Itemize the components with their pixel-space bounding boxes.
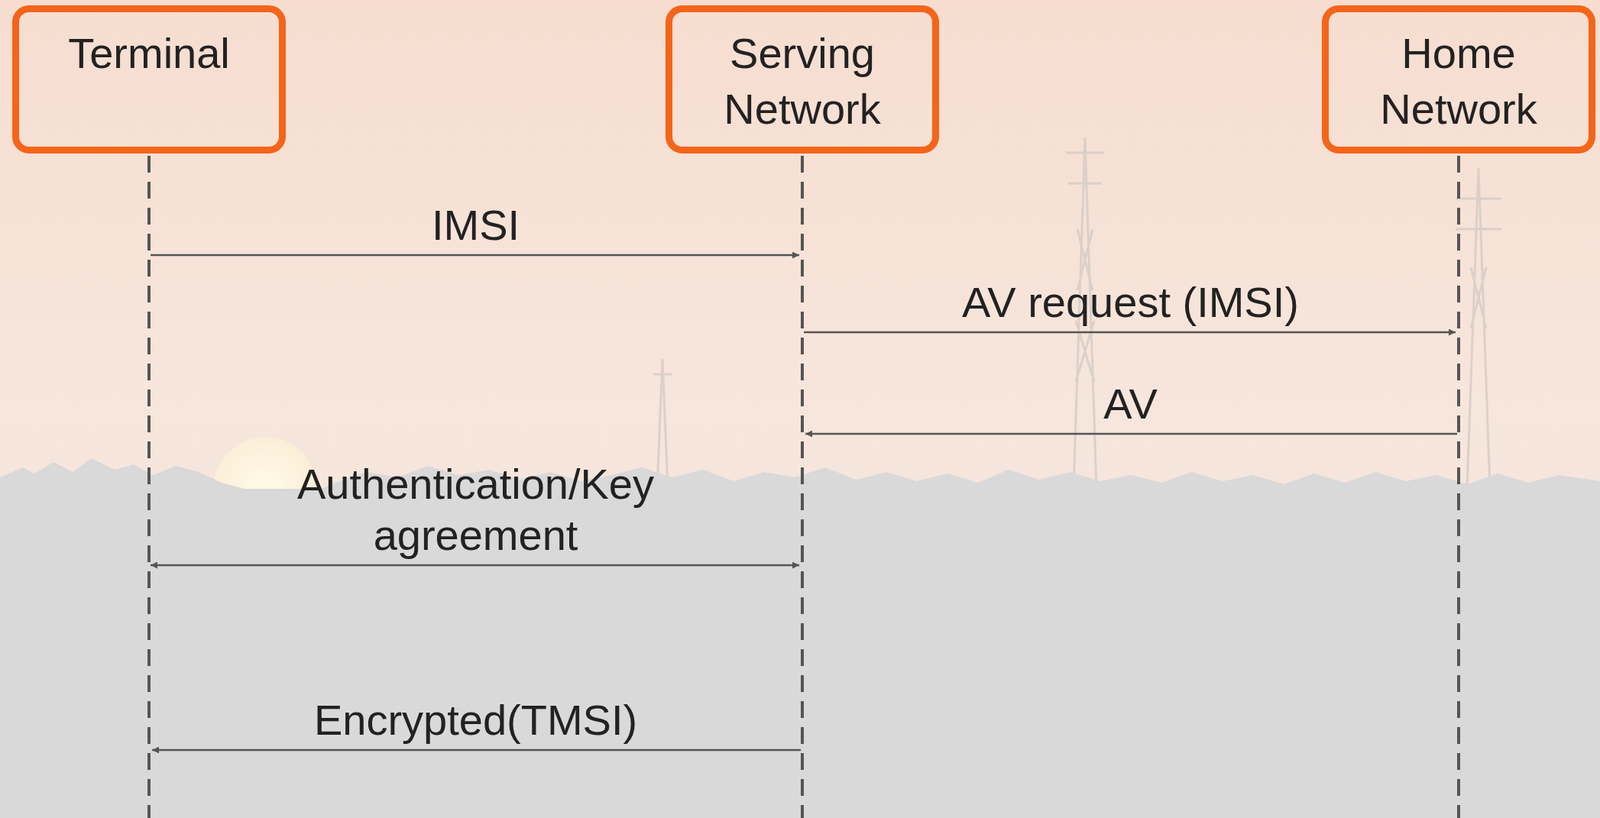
message-arrow xyxy=(150,254,800,257)
message-arrow xyxy=(805,433,1458,436)
tower-symbol xyxy=(653,137,1502,490)
participant-name: Terminal xyxy=(60,25,238,82)
message-label: Authentication/Key agreement xyxy=(262,458,690,561)
message-label: Encrypted(TMSI) xyxy=(314,694,638,746)
message-arrow xyxy=(803,331,1456,334)
message-label: AV xyxy=(1103,378,1158,430)
lifeline-box: Serving Network xyxy=(665,5,940,154)
tree-line xyxy=(0,458,1600,818)
message-arrow xyxy=(152,749,801,752)
participant-name: Serving Network xyxy=(672,25,933,138)
message-arrow xyxy=(150,564,800,567)
lifeline xyxy=(148,155,1459,818)
participant-name: Home Network xyxy=(1328,25,1589,138)
lifeline-box: Terminal xyxy=(12,5,286,154)
message-label: IMSI xyxy=(431,199,520,251)
message-label: AV request (IMSI) xyxy=(961,276,1299,328)
lifeline-box: Home Network xyxy=(1321,5,1596,154)
